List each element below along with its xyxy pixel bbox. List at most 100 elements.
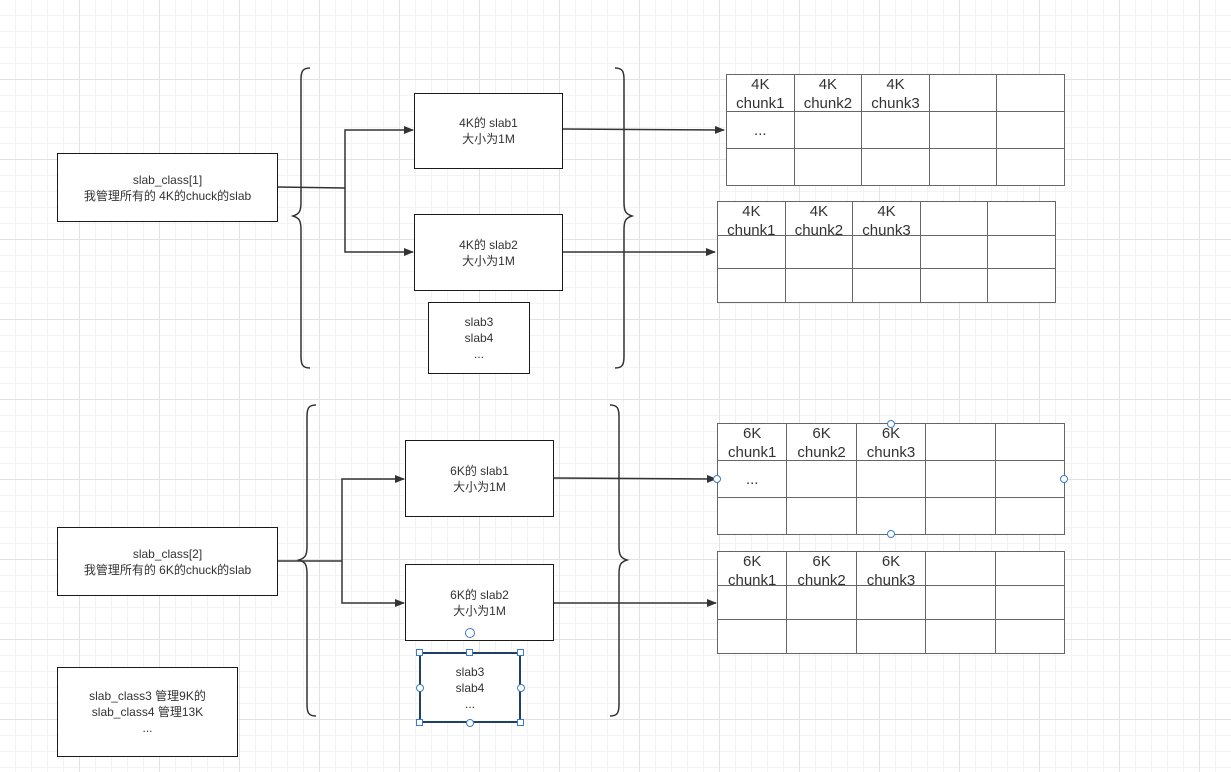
chunk-cell[interactable]: ... xyxy=(718,461,788,498)
chunk-cell[interactable] xyxy=(920,235,989,270)
chunk-cell[interactable] xyxy=(856,461,927,498)
resize-handle-ne[interactable] xyxy=(517,649,524,656)
chunk-cell[interactable] xyxy=(929,75,998,112)
resize-handle-s[interactable] xyxy=(466,719,474,727)
chunk-cell[interactable] xyxy=(862,112,930,149)
chunk-cell[interactable] xyxy=(920,269,989,303)
more-slabs-6k-box[interactable]: slab3 slab4 ... xyxy=(419,652,521,723)
chunk-cell[interactable] xyxy=(862,149,930,186)
chunk-cell[interactable] xyxy=(995,620,1065,654)
chunk-cell[interactable] xyxy=(794,149,863,186)
chunk-cell[interactable] xyxy=(856,586,927,620)
chunk-cell[interactable] xyxy=(718,620,788,654)
chunk-cell[interactable] xyxy=(856,620,927,654)
resize-handle-w[interactable] xyxy=(416,684,424,692)
slab1-4k-size: 大小为1M xyxy=(462,132,515,146)
chunk-cell[interactable] xyxy=(785,235,854,270)
connector-class1-trunk xyxy=(276,186,346,189)
more-slabs-4k-box[interactable]: slab3 slab4 ... xyxy=(428,302,530,374)
chunk-cell-text: 4K xyxy=(809,203,829,220)
slab1-6k-box[interactable]: 6K的 slab1 大小为1M xyxy=(405,440,554,517)
chunk-cell[interactable] xyxy=(718,235,786,270)
chunk-cell[interactable] xyxy=(929,112,998,149)
chunk-cell[interactable] xyxy=(995,586,1065,620)
resize-handle-se[interactable] xyxy=(517,719,524,726)
chunk-cell[interactable] xyxy=(794,112,863,149)
chunk-cell[interactable] xyxy=(995,498,1065,535)
chunk-cell[interactable] xyxy=(995,552,1065,586)
slab1-4k-box[interactable]: 4K的 slab1 大小为1M xyxy=(414,93,563,169)
chunk-cell[interactable] xyxy=(787,620,857,654)
connection-point-top[interactable] xyxy=(887,420,895,428)
chunk-cell-text: ... xyxy=(745,470,759,488)
chunk-cell[interactable] xyxy=(995,424,1065,461)
chunk-cell[interactable] xyxy=(787,498,857,535)
arrow-class1-to-slab1 xyxy=(344,126,414,188)
chunk-cell[interactable] xyxy=(997,75,1065,112)
chunk-cell-text: 6K xyxy=(743,425,762,442)
chunk-cell[interactable] xyxy=(988,269,1056,303)
more-slabs-6k-line-1: slab3 xyxy=(455,664,485,679)
resize-handle-nw[interactable] xyxy=(416,649,423,656)
chunk-cell-text: 4K xyxy=(818,76,838,93)
resize-handle-sw[interactable] xyxy=(416,719,423,726)
chunk-cell[interactable] xyxy=(988,202,1056,236)
resize-handle-n[interactable] xyxy=(466,649,473,656)
chunk-cell[interactable] xyxy=(718,498,788,535)
resize-handle-e[interactable] xyxy=(517,684,525,692)
chunk-cell[interactable] xyxy=(929,149,998,186)
arrow-6k-slab1-to-chunks xyxy=(552,474,717,483)
connection-point-bottom[interactable] xyxy=(887,530,895,538)
slab-class-2-box[interactable]: slab_class[2] 我管理所有的 6K的chuck的slab xyxy=(57,527,278,596)
chunk-cell[interactable] xyxy=(727,149,795,186)
connection-point-left[interactable] xyxy=(713,475,721,483)
chunk-cell[interactable] xyxy=(926,461,996,498)
chunk-cell-text: chunk2 xyxy=(797,444,846,461)
chunk-cell[interactable] xyxy=(785,269,854,303)
more-slabs-4k-line-2: slab4 xyxy=(464,331,494,345)
chunk-cell[interactable]: 6K chunk1 xyxy=(718,424,788,461)
slab-class-1-box[interactable]: slab_class[1] 我管理所有的 4K的chuck的slab xyxy=(57,153,278,222)
chunk-cell-text: chunk1 xyxy=(728,444,777,461)
chunk-cell[interactable] xyxy=(718,269,786,303)
connection-point-right[interactable] xyxy=(1060,475,1068,483)
chunk-cell[interactable] xyxy=(787,461,857,498)
chunk-cell[interactable] xyxy=(997,112,1065,149)
chunk-cell[interactable] xyxy=(787,586,857,620)
more-slabs-4k-line-3: ... xyxy=(473,347,484,361)
chunk-cell[interactable] xyxy=(926,424,996,461)
rotate-handle[interactable] xyxy=(465,628,475,638)
chunk-cell[interactable]: ... xyxy=(727,112,795,149)
chunk-cell[interactable] xyxy=(920,202,989,236)
chunk-cell[interactable] xyxy=(926,620,996,654)
chunk-cell[interactable] xyxy=(926,586,996,620)
chunk-cell[interactable] xyxy=(995,461,1065,498)
chunk-cell[interactable] xyxy=(926,552,996,586)
slab2-4k-box[interactable]: 4K的 slab2 大小为1M xyxy=(414,214,563,291)
chunk-cell[interactable] xyxy=(853,269,921,303)
chunk-cell[interactable] xyxy=(988,235,1056,270)
chunk-cell[interactable] xyxy=(997,149,1065,186)
chunk-cell[interactable] xyxy=(926,498,996,535)
chunk-cell[interactable] xyxy=(718,586,788,620)
chunk-cell[interactable] xyxy=(853,235,921,270)
chunk-cell-text: chunk3 xyxy=(866,572,916,586)
brace-left-group1 xyxy=(290,67,311,369)
slab2-6k-box[interactable]: 6K的 slab2 大小为1M xyxy=(405,564,554,641)
other-slab-classes-box[interactable]: slab_class3 管理9K的 slab_class4 管理13K ... xyxy=(57,667,238,757)
